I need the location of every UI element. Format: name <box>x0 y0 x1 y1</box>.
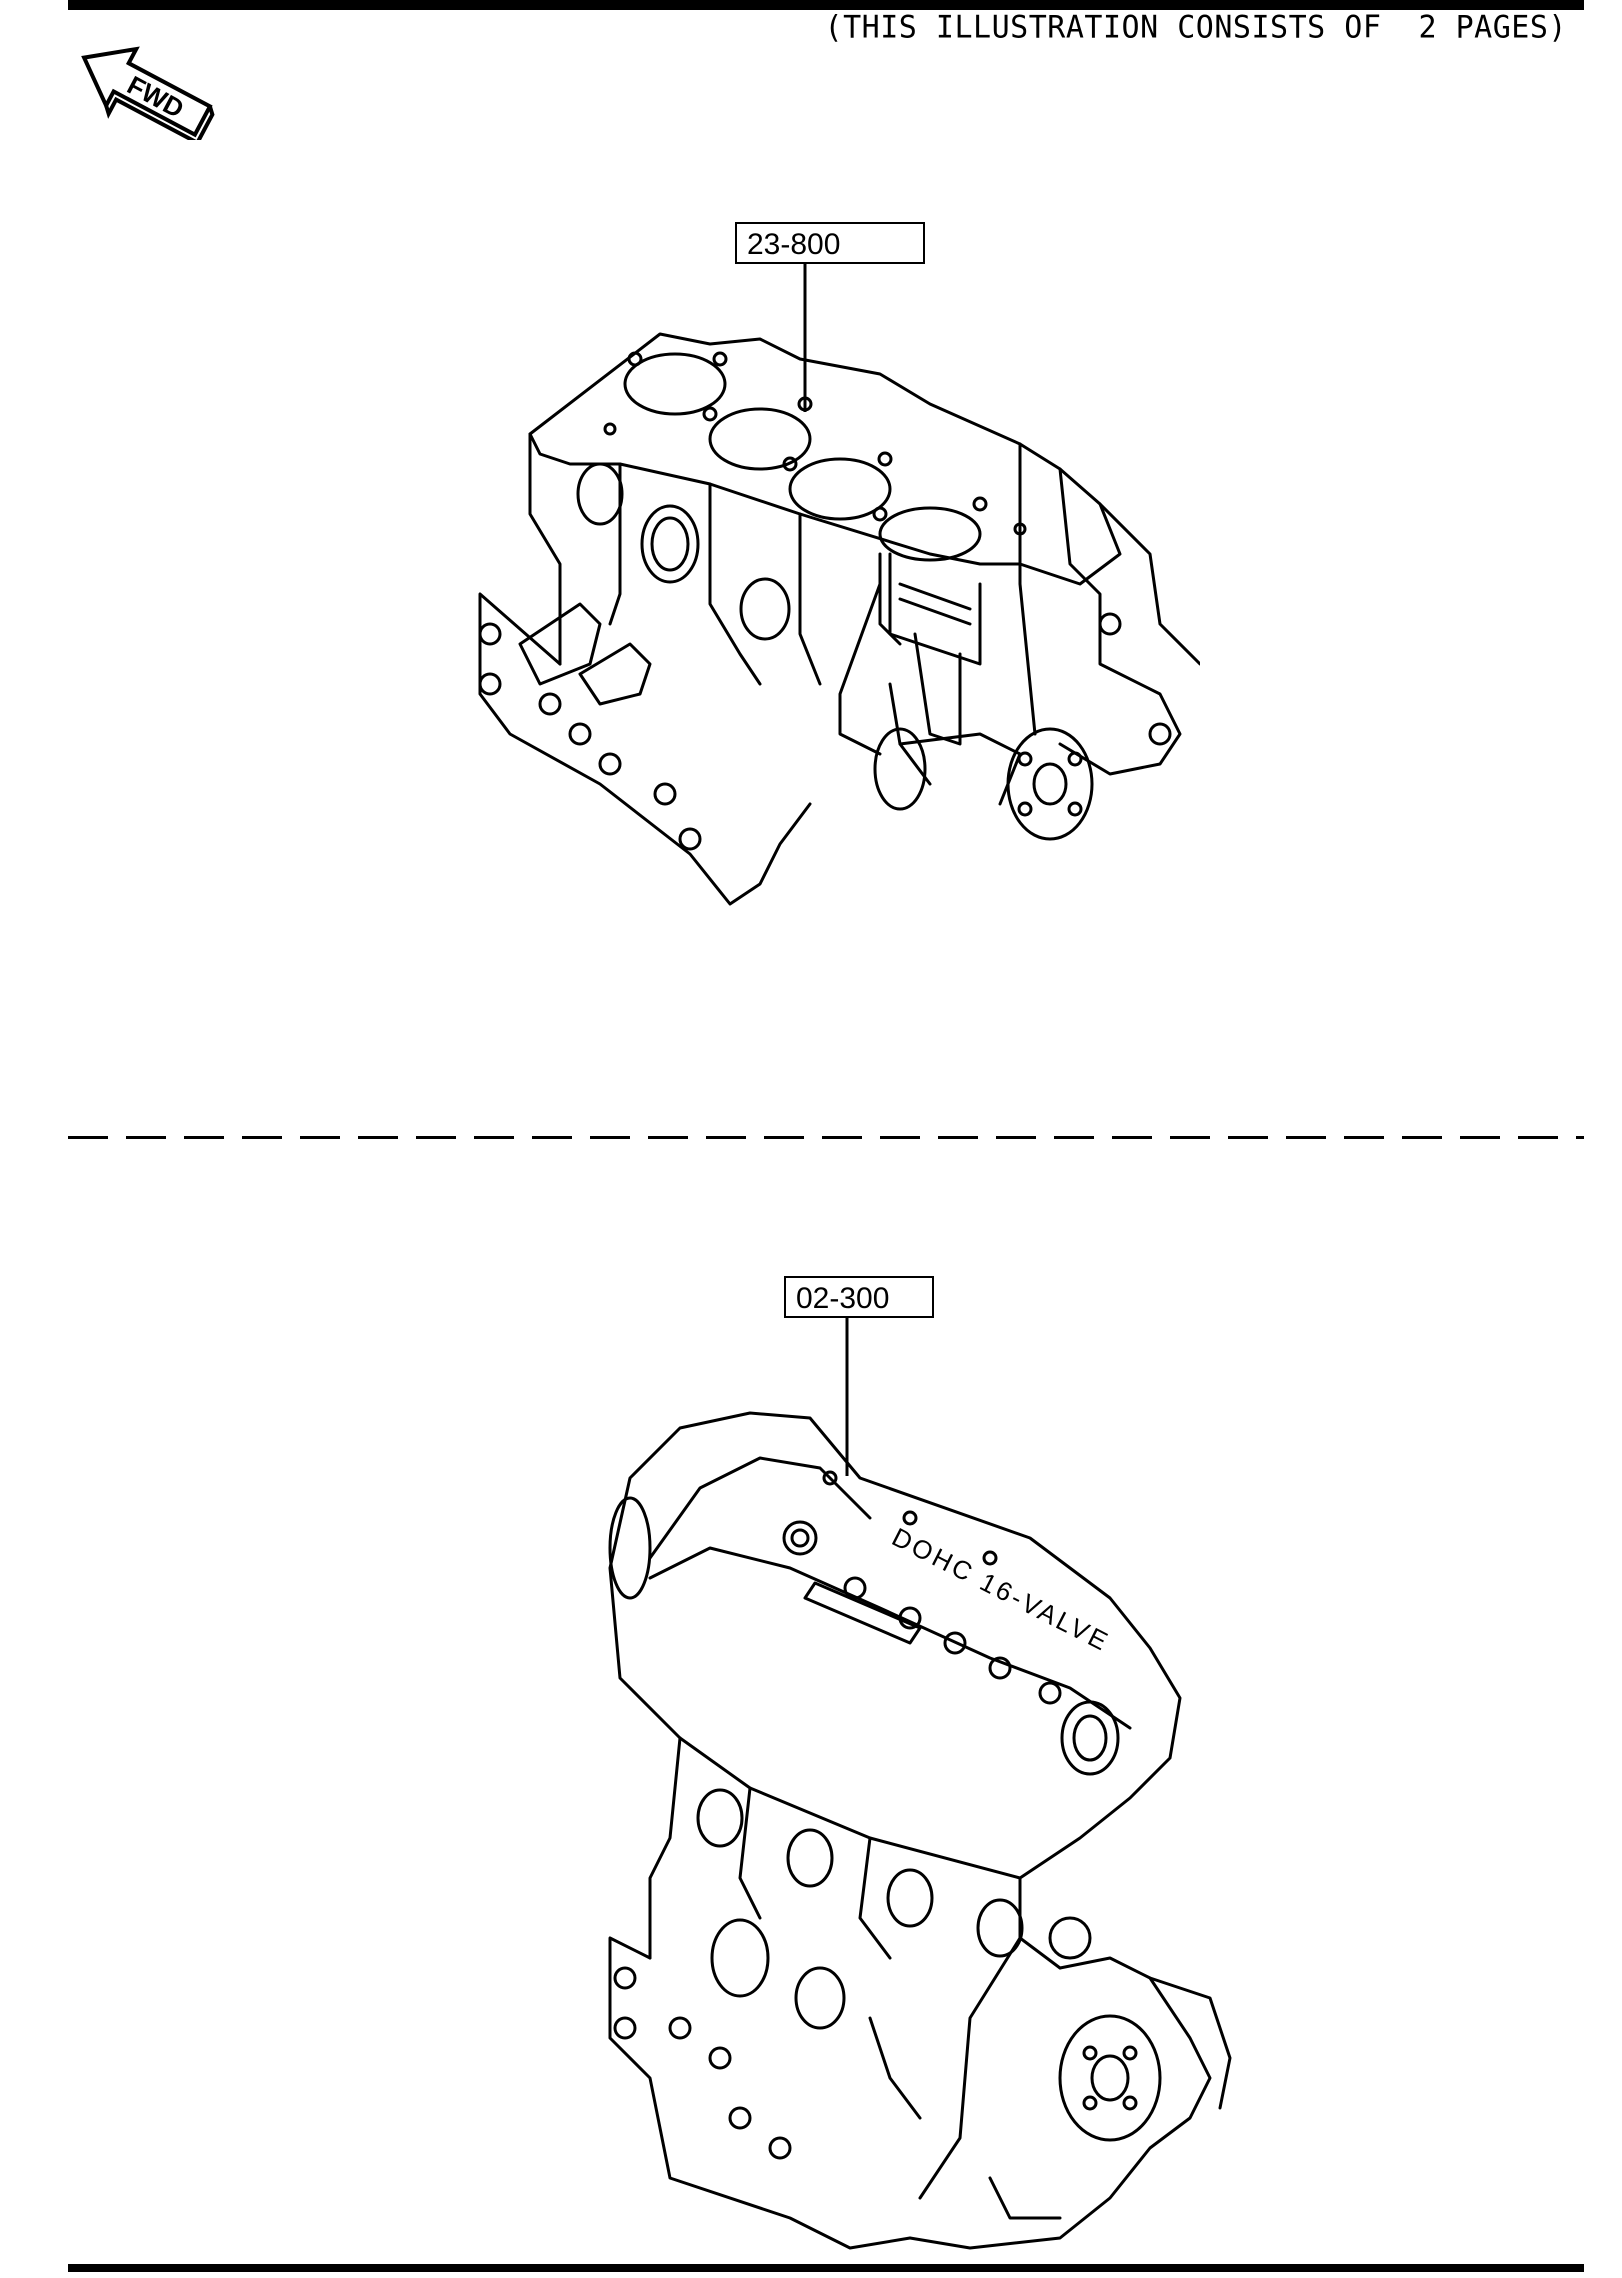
top-rule <box>68 0 1584 10</box>
callout-engine-assembly: 02-300 <box>784 1276 934 1318</box>
forward-arrow-icon: FWD <box>81 46 215 140</box>
bottom-rule <box>68 2264 1584 2272</box>
engine-assembly-illustration: DOHC 16-VALVE <box>608 1411 1232 2250</box>
cam-cover-text: DOHC 16-VALVE <box>887 1522 1115 1658</box>
leader-line <box>845 1316 849 1476</box>
page-count-note: (THIS ILLUSTRATION CONSISTS OF 2 PAGES) <box>824 9 1567 46</box>
leader-line <box>803 262 807 412</box>
short-block-illustration <box>478 332 1200 906</box>
section-divider <box>68 1136 1584 1139</box>
callout-short-block: 23-800 <box>735 222 925 264</box>
